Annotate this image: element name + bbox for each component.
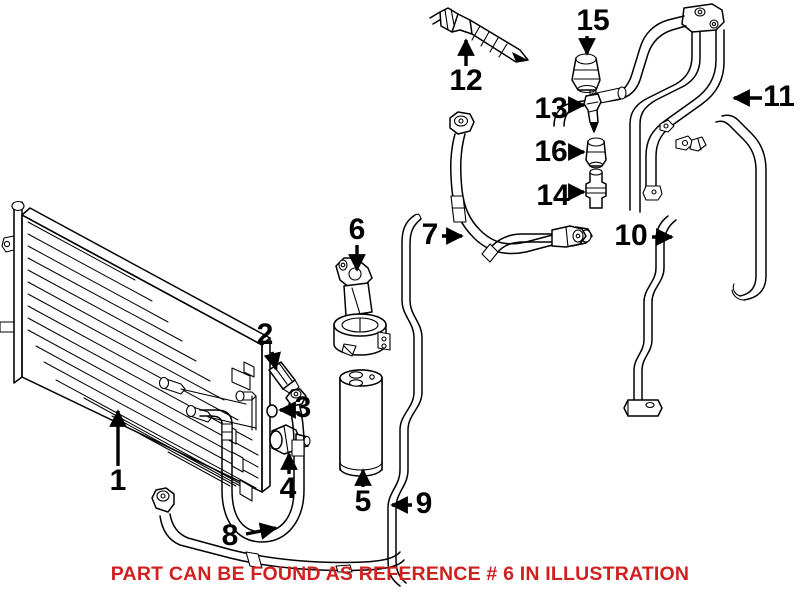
callout-label-11: 11	[763, 80, 795, 113]
part-valve-dust-cap-large	[571, 53, 601, 94]
callout-label-15: 15	[576, 4, 609, 37]
part-lower-sweep-hose	[151, 487, 405, 573]
callout-label-1: 1	[110, 464, 127, 497]
callout-label-3: 3	[295, 391, 312, 424]
callout-label-16: 16	[534, 135, 567, 168]
condenser-port-secondary	[158, 376, 247, 405]
part-ac-condenser	[0, 200, 271, 502]
part-service-port-valve	[585, 168, 607, 209]
part-discharge-hose	[199, 388, 307, 543]
callout-label-10: 10	[614, 219, 647, 252]
reference-note: PART CAN BE FOUND AS REFERENCE # 6 IN IL…	[110, 563, 690, 585]
part-receiver-drier	[339, 369, 383, 477]
callout-label-9: 9	[416, 487, 433, 520]
callout-label-2: 2	[257, 318, 274, 351]
part-liquid-line-pipe	[387, 213, 423, 587]
callout-label-13: 13	[534, 92, 567, 125]
part-drier-mounting-bracket	[333, 257, 391, 357]
callout-label-14: 14	[536, 179, 570, 212]
callout-leaders	[109, 36, 762, 540]
part-service-valve-core	[583, 85, 602, 133]
part-valve-dust-cap-small	[585, 137, 607, 169]
part-o-ring-seal	[266, 404, 278, 418]
callout-labels: 1 2 3 4 5 6 7 8 9 10 11 12 13 14 15 16	[110, 4, 795, 552]
callout-label-8: 8	[222, 519, 239, 552]
part-expansion-valve-probe	[429, 7, 529, 63]
callout-label-6: 6	[349, 213, 366, 246]
condenser-inlet-port	[235, 390, 257, 402]
part-refrigerant-pipe-lower	[481, 215, 677, 417]
callout-label-4: 4	[280, 472, 297, 505]
callout-label-5: 5	[355, 485, 372, 518]
callout-label-7: 7	[422, 218, 439, 251]
callout-label-12: 12	[449, 64, 482, 97]
